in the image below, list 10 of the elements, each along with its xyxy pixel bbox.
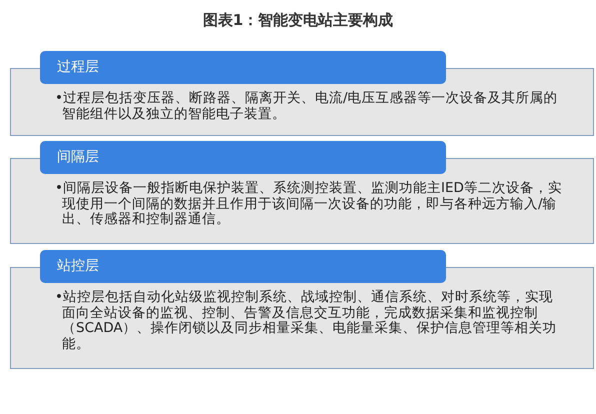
- layer-panel: [10, 51, 594, 136]
- layer-panel: [10, 141, 594, 244]
- description-text: •站控层包括自动化站级监视控制系统、战域控制、通信系统、对时系统等，实现面向全站设备的监视、控制、告警及信息交互功能，完成数据采集和监视控制（SCADA）、操作闭锁以及同步相量采集、电能量采集、保护信息管理等相关功能。: [55, 290, 558, 352]
- layer-header: 间隔层: [40, 141, 446, 174]
- description-text: •过程层包括变压器、断路器、隔离开关、电流/电压互感器等一次设备及其所属的智能组件以及独立的智能电子装置。: [55, 91, 559, 122]
- layer-panel: [10, 250, 594, 369]
- chart-title: 图表1：智能变电站主要构成: [202, 10, 394, 31]
- layer-header: 过程层: [40, 51, 446, 84]
- description-text: •间隔层设备一般指断电保护装置、系统测控装置、监测功能主IED等二次设备，实现使用一个间隔的数据并且作用于该间隔一次设备的功能，即与各种远方输入/输出、传感器和控制器通信。: [55, 181, 562, 228]
- layer-header: 站控层: [40, 250, 446, 283]
